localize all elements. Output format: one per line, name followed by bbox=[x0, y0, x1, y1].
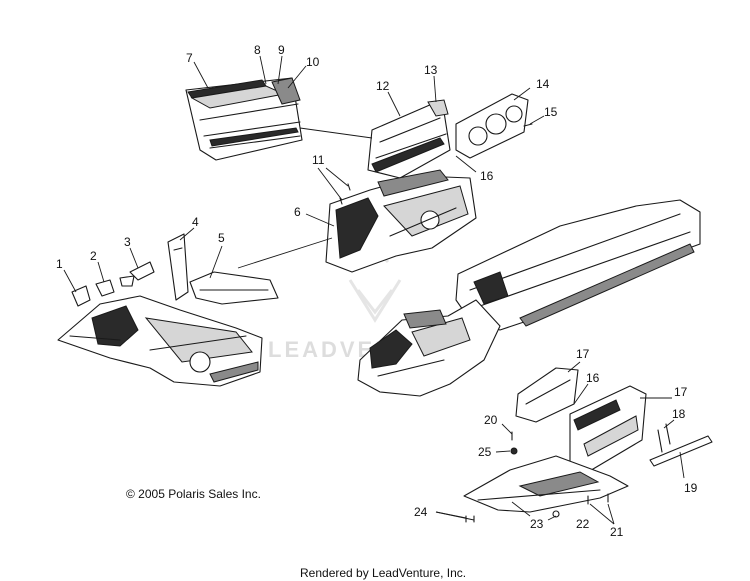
callout-11: 11 bbox=[312, 153, 325, 167]
callout-23: 23 bbox=[530, 517, 544, 531]
callout-12: 12 bbox=[376, 79, 390, 93]
panel-4 bbox=[167, 233, 189, 301]
small-parts-1-3 bbox=[71, 261, 155, 307]
panel-5 bbox=[189, 271, 279, 305]
callout-16-upper: 16 bbox=[480, 169, 494, 183]
callout-20: 19 bbox=[684, 481, 698, 495]
callout-1: 1 bbox=[56, 257, 63, 271]
callout-13: 13 bbox=[424, 63, 438, 77]
upper-panel-assembly bbox=[367, 99, 451, 179]
callout-25: 25 bbox=[478, 445, 492, 459]
callout-15: 15 bbox=[544, 105, 558, 119]
trim-strip-20 bbox=[649, 435, 713, 467]
callout-9: 9 bbox=[278, 43, 285, 57]
callout-4: 4 bbox=[192, 215, 199, 229]
callout-3: 3 bbox=[124, 235, 131, 249]
credit-text: Rendered by LeadVenture, Inc. bbox=[300, 566, 466, 580]
callout-22: 22 bbox=[576, 517, 590, 531]
copyright-text: © 2005 Polaris Sales Inc. bbox=[126, 487, 261, 501]
chassis-tunnel bbox=[455, 199, 701, 331]
callout-24: 24 bbox=[414, 505, 428, 519]
screw-15 bbox=[523, 123, 533, 127]
callout-16-lower: 16 bbox=[586, 371, 600, 385]
callout-18: 17 bbox=[674, 385, 688, 399]
left-side-panel bbox=[57, 295, 263, 387]
fasteners-19 bbox=[657, 423, 671, 453]
callout-6: 6 bbox=[294, 205, 301, 219]
leader-lines bbox=[63, 55, 685, 525]
fasteners-11 bbox=[339, 183, 351, 205]
callout-2: 2 bbox=[90, 249, 97, 263]
callout-21-upper: 20 bbox=[484, 413, 498, 427]
callout-10: 10 bbox=[306, 55, 320, 69]
small-fasteners bbox=[465, 431, 609, 523]
lower-panel-23 bbox=[463, 455, 629, 513]
gauge-panel bbox=[455, 93, 529, 159]
callout-5: 5 bbox=[218, 231, 225, 245]
bumper-panel-18 bbox=[569, 385, 647, 473]
callout-labels: 7 8 9 10 11 12 13 14 15 16 6 1 2 3 4 5 1… bbox=[56, 43, 698, 539]
hood-top-assembly bbox=[185, 77, 303, 161]
callout-7: 7 bbox=[186, 51, 193, 65]
panel-17 bbox=[515, 367, 579, 423]
callout-21-lower: 21 bbox=[610, 525, 624, 539]
callout-17: 17 bbox=[576, 347, 590, 361]
callout-8: 8 bbox=[254, 43, 261, 57]
callout-14: 14 bbox=[536, 77, 550, 91]
callout-19: 18 bbox=[672, 407, 686, 421]
dash-panel bbox=[325, 169, 477, 273]
front-bulkhead bbox=[357, 299, 501, 397]
